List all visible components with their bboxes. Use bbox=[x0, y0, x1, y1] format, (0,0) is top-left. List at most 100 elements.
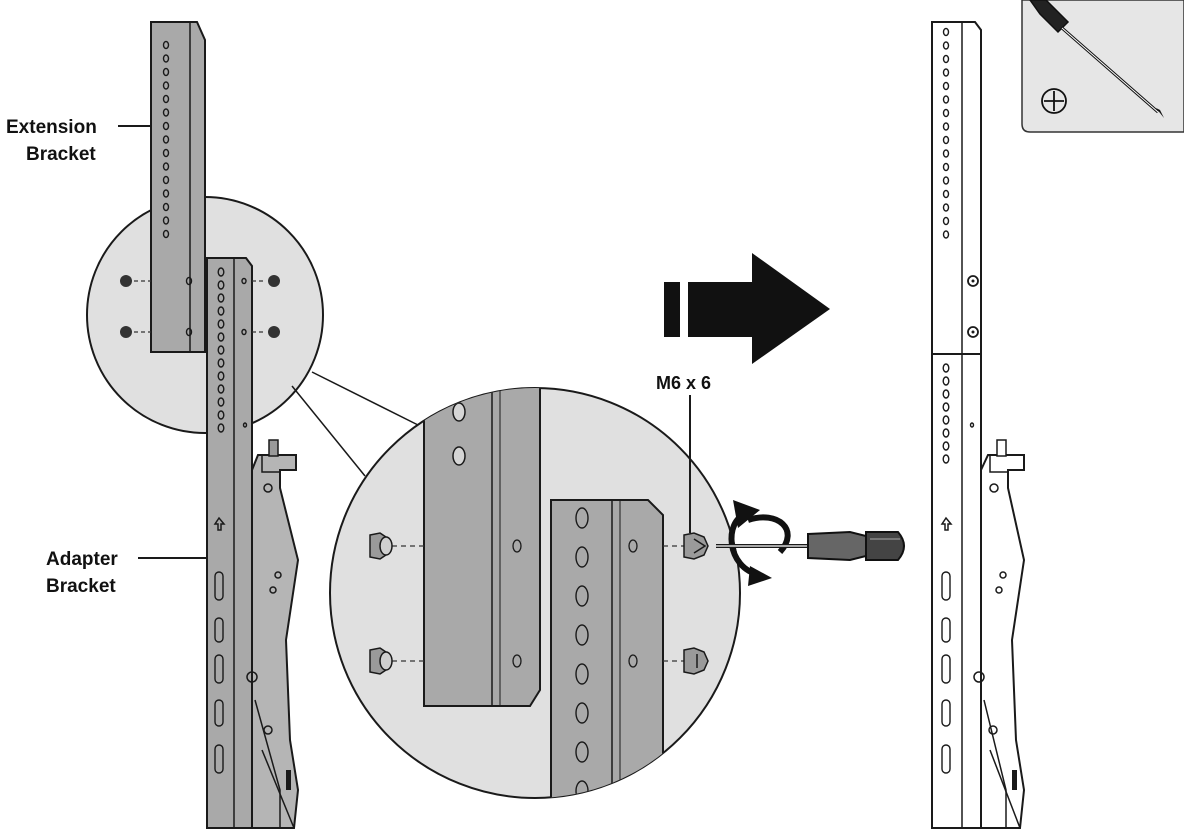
bracket-hole bbox=[162, 81, 170, 90]
bracket-slot bbox=[214, 617, 224, 643]
zoom-screws bbox=[369, 532, 709, 675]
bracket-hole bbox=[942, 135, 950, 145]
bracket-slot bbox=[941, 699, 951, 727]
bracket-hole bbox=[217, 280, 225, 290]
bracket-hole bbox=[942, 415, 950, 425]
bracket-hole bbox=[162, 54, 170, 63]
bracket-hole bbox=[241, 328, 247, 336]
bracket-hole bbox=[162, 175, 170, 185]
bracket-hole bbox=[162, 148, 170, 158]
bracket-hole bbox=[217, 410, 225, 420]
right-arrow-icon bbox=[664, 253, 830, 364]
bracket-hole bbox=[942, 162, 950, 172]
bracket-hole bbox=[942, 176, 950, 185]
bracket-hole bbox=[942, 454, 950, 464]
adapter-bracket-label-line1: Adapter bbox=[46, 549, 118, 570]
bracket-slot bbox=[941, 744, 951, 774]
bracket-hole bbox=[942, 389, 950, 399]
bracket-hole bbox=[969, 422, 975, 428]
extension-bracket-label-line2: Bracket bbox=[26, 144, 96, 165]
adapter-bracket bbox=[206, 257, 300, 829]
bracket-hole bbox=[575, 702, 589, 724]
bracket-hole bbox=[942, 363, 950, 373]
bracket-hole bbox=[942, 203, 950, 212]
zoom-detail: M6 x 6 bbox=[329, 373, 741, 799]
bracket-slot bbox=[941, 654, 951, 684]
bracket-hole bbox=[942, 376, 950, 386]
bracket-hole bbox=[942, 230, 950, 239]
bracket-hole bbox=[162, 135, 170, 144]
bracket-hole bbox=[162, 40, 170, 50]
tool-requirement-box bbox=[1021, 0, 1184, 133]
bracket-hole bbox=[162, 202, 170, 212]
bracket-hole bbox=[217, 306, 225, 316]
bracket-hole bbox=[162, 67, 170, 77]
extension-bracket bbox=[150, 21, 206, 353]
bracket-hole bbox=[217, 371, 225, 381]
bracket-slot bbox=[941, 571, 951, 601]
bracket-hole bbox=[942, 41, 950, 50]
adapter-bracket-holes bbox=[214, 267, 248, 774]
bracket-hole bbox=[217, 319, 225, 329]
bracket-hole bbox=[162, 121, 170, 131]
phillips-screwdriver-icon bbox=[1029, 0, 1164, 118]
bracket-hole bbox=[162, 216, 170, 225]
screwdriver-icon bbox=[716, 530, 905, 562]
bracket-hole bbox=[217, 358, 225, 368]
bracket-hole bbox=[575, 546, 589, 568]
bracket-hole bbox=[942, 81, 950, 91]
bracket-hole bbox=[942, 441, 950, 451]
bracket-hole bbox=[942, 27, 950, 37]
bracket-hole bbox=[217, 332, 225, 342]
bracket-hole bbox=[575, 663, 589, 685]
bracket-hole bbox=[942, 189, 950, 199]
extension-bracket-holes bbox=[162, 40, 193, 337]
bracket-slot bbox=[214, 744, 224, 774]
bracket-hole bbox=[217, 345, 225, 355]
bracket-hole bbox=[942, 68, 950, 77]
left-assembly: Extension Bracket Adapter Bracket bbox=[6, 21, 324, 829]
bracket-hole bbox=[185, 327, 193, 337]
bracket-hole bbox=[217, 267, 225, 277]
bracket-hole bbox=[575, 741, 589, 763]
bracket-hole bbox=[942, 149, 950, 158]
bracket-hole bbox=[162, 162, 170, 171]
bracket-hole bbox=[942, 216, 950, 226]
bracket-hole bbox=[942, 108, 950, 118]
bracket-hole bbox=[162, 229, 170, 239]
phillips-head-symbol-icon bbox=[1041, 88, 1067, 114]
bracket-hole bbox=[185, 276, 193, 286]
bracket-slot bbox=[941, 617, 951, 643]
bracket-hole bbox=[217, 384, 225, 394]
screw-size-label: M6 x 6 bbox=[656, 373, 711, 393]
adapter-bracket-label-line2: Bracket bbox=[46, 576, 116, 597]
bracket-hole bbox=[217, 293, 225, 303]
small-circle-screws bbox=[120, 275, 280, 338]
bracket-hole bbox=[162, 108, 170, 117]
bracket-hole bbox=[942, 95, 950, 104]
bracket-hole bbox=[942, 428, 950, 438]
bracket-slot bbox=[214, 571, 224, 601]
bracket-hole bbox=[162, 94, 170, 104]
bracket-hole bbox=[942, 402, 950, 412]
bracket-slot bbox=[214, 699, 224, 727]
bracket-hole bbox=[942, 54, 950, 64]
assembled-extension-bracket bbox=[931, 21, 982, 355]
bracket-hole bbox=[575, 624, 589, 646]
bracket-hole bbox=[217, 423, 225, 433]
bracket-slot bbox=[214, 654, 224, 684]
bracket-hole bbox=[241, 277, 247, 285]
bracket-hole bbox=[942, 122, 950, 131]
bracket-hole bbox=[162, 189, 170, 198]
bracket-hole bbox=[575, 507, 589, 529]
bracket-hole bbox=[242, 422, 248, 428]
bracket-hole bbox=[575, 585, 589, 607]
bracket-hole bbox=[575, 780, 589, 798]
zoom-adapter-holes bbox=[575, 507, 589, 798]
right-assembly bbox=[931, 21, 1026, 829]
bracket-hole bbox=[217, 397, 225, 407]
assembled-bracket-holes bbox=[941, 27, 975, 774]
extension-bracket-label-line1: Extension bbox=[6, 117, 97, 138]
